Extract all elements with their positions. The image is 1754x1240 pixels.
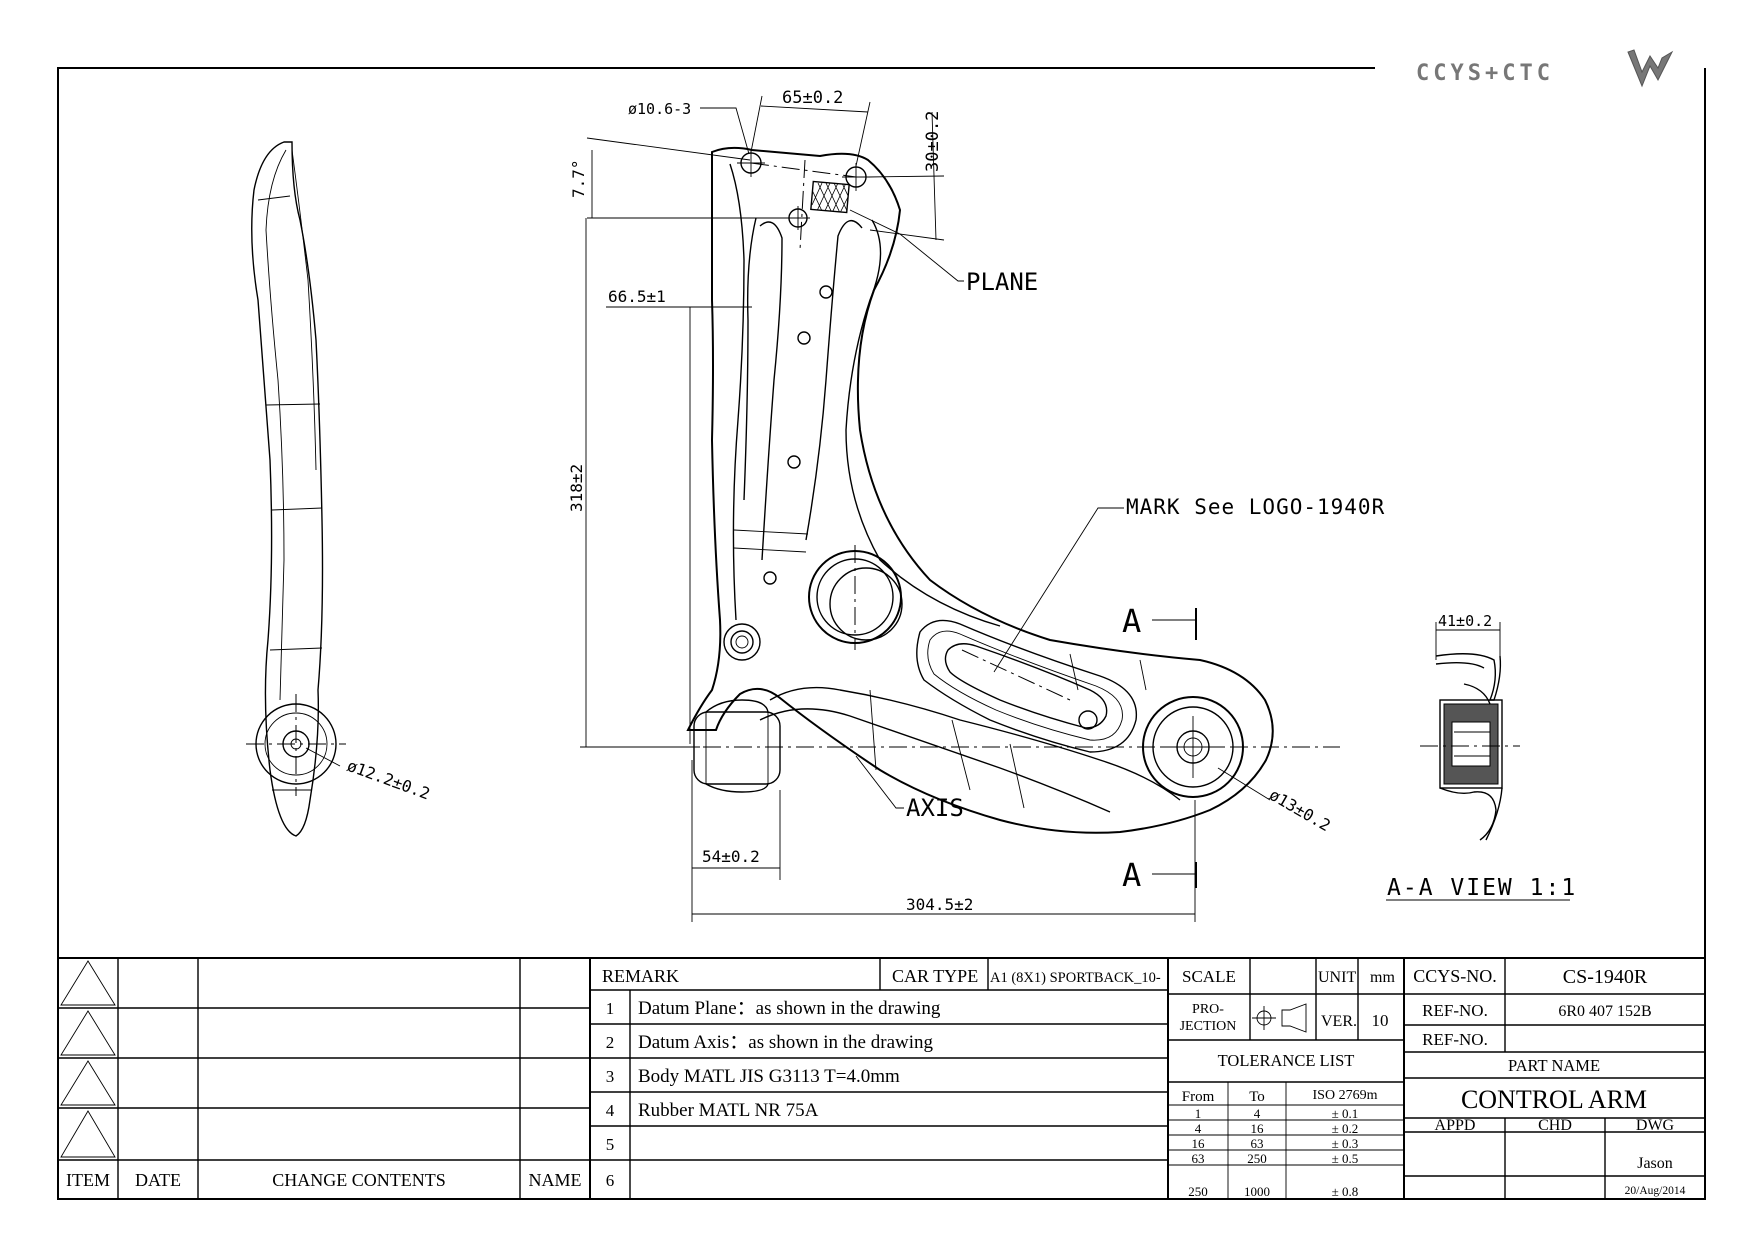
remark-num: 4 bbox=[606, 1101, 615, 1120]
remark-num: 1 bbox=[606, 999, 615, 1018]
tol-to: 250 bbox=[1247, 1151, 1267, 1166]
remark-num: 3 bbox=[606, 1067, 615, 1086]
title-block: CCYS-NO. CS-1940R REF-NO. 6R0 407 152B R… bbox=[1404, 958, 1705, 1199]
tol-to: 4 bbox=[1254, 1106, 1261, 1121]
tol-value: ± 0.1 bbox=[1332, 1106, 1359, 1121]
header-date: DATE bbox=[135, 1170, 181, 1190]
remark-text: Body MATL JIS G3113 T=4.0mm bbox=[638, 1066, 900, 1087]
label-plane: PLANE bbox=[966, 268, 1038, 296]
ref-no-value: 6R0 407 152B bbox=[1558, 1003, 1651, 1020]
tol-to: 63 bbox=[1251, 1136, 1264, 1151]
remark-title: REMARK bbox=[602, 966, 679, 986]
tolerance-title: TOLERANCE LIST bbox=[1218, 1051, 1355, 1070]
tol-to: 1000 bbox=[1244, 1184, 1270, 1199]
tol-to: 16 bbox=[1251, 1121, 1265, 1136]
header-item: ITEM bbox=[66, 1170, 110, 1190]
dim-318: 318±2 bbox=[567, 464, 586, 512]
appd-label: APPD bbox=[1435, 1117, 1476, 1134]
drawer-name: Jason bbox=[1637, 1155, 1673, 1172]
ver-label: VER. bbox=[1321, 1013, 1357, 1030]
section-view-label: A-A VIEW 1:1 bbox=[1387, 875, 1577, 901]
header-name: NAME bbox=[529, 1170, 582, 1190]
tol-header-iso: ISO 2769m bbox=[1313, 1088, 1378, 1103]
label-axis: AXIS bbox=[906, 794, 964, 822]
remark-text: Datum Axis：as shown in the drawing bbox=[638, 1032, 934, 1053]
tol-value: ± 0.3 bbox=[1332, 1136, 1359, 1151]
header-change-contents: CHANGE CONTENTS bbox=[272, 1170, 446, 1190]
tol-from: 16 bbox=[1192, 1136, 1206, 1151]
tol-from: 4 bbox=[1195, 1121, 1202, 1136]
drawing-date: 20/Aug/2014 bbox=[1625, 1185, 1686, 1197]
car-type-label: CAR TYPE bbox=[892, 966, 978, 986]
remark-num: 2 bbox=[606, 1033, 615, 1052]
ref-no-label: REF-NO. bbox=[1422, 1001, 1488, 1020]
part-name: CONTROL ARM bbox=[1461, 1085, 1647, 1114]
revision-table: ITEM DATE CHANGE CONTENTS NAME bbox=[58, 957, 1705, 1199]
dim-hole-diameter: ø10.6-3 bbox=[628, 100, 691, 118]
tol-value: ± 0.2 bbox=[1332, 1121, 1359, 1136]
ref-no-label-2: REF-NO. bbox=[1422, 1030, 1488, 1049]
company-logo: CCYS+CTC bbox=[1416, 49, 1674, 88]
remark-num: 5 bbox=[606, 1135, 615, 1154]
part-name-label: PART NAME bbox=[1508, 1056, 1600, 1075]
spec-block: SCALE UNIT mm PRO- JECTION VER. 10 TOLER… bbox=[1168, 958, 1405, 1199]
dim-41: 41±0.2 bbox=[1438, 612, 1492, 630]
logo-text: CCYS+CTC bbox=[1416, 61, 1554, 86]
logo-mark-icon bbox=[1627, 49, 1674, 88]
section-marker-bottom: A bbox=[1122, 856, 1141, 894]
ver-value: 10 bbox=[1372, 1011, 1389, 1030]
unit-label: UNIT bbox=[1318, 969, 1356, 986]
car-type-value: A1 (8X1) SPORTBACK_10- bbox=[990, 970, 1161, 986]
projection-symbol-icon bbox=[1252, 1003, 1307, 1033]
dwg-label: DWG bbox=[1636, 1117, 1675, 1134]
dim-304: 304.5±2 bbox=[906, 895, 973, 914]
label-mark: MARK See LOGO-1940R bbox=[1126, 495, 1385, 519]
remarks-table: REMARK CAR TYPE A1 (8X1) SPORTBACK_10- 1… bbox=[590, 958, 1169, 1199]
ccys-no-value: CS-1940R bbox=[1563, 966, 1648, 988]
main-view: ø10.6-3 65±0.2 30±0.2 7.7° 66.5±1 318±2 … bbox=[567, 88, 1385, 922]
ccys-no-label: CCYS-NO. bbox=[1413, 966, 1497, 986]
drawing-border bbox=[57, 67, 1706, 1200]
chd-label: CHD bbox=[1538, 1117, 1572, 1134]
tol-value: ± 0.5 bbox=[1332, 1151, 1359, 1166]
dim-side-diameter: ø12.2±0.2 bbox=[345, 756, 433, 804]
tol-from: 1 bbox=[1195, 1106, 1202, 1121]
dim-ball-joint: ø13±0.2 bbox=[1266, 785, 1334, 835]
dim-65: 65±0.2 bbox=[782, 88, 843, 108]
unit-value: mm bbox=[1370, 969, 1395, 986]
tol-header-to: To bbox=[1249, 1089, 1265, 1105]
dim-angle: 7.7° bbox=[569, 159, 588, 198]
dim-54: 54±0.2 bbox=[702, 847, 760, 866]
remark-text: Datum Plane：as shown in the drawing bbox=[638, 998, 941, 1019]
remark-text: Rubber MATL NR 75A bbox=[638, 1100, 819, 1121]
side-view: ø12.2±0.2 bbox=[246, 141, 433, 837]
tol-from: 63 bbox=[1192, 1151, 1205, 1166]
section-view: 41±0.2 A-A VIEW 1:1 bbox=[1386, 612, 1577, 901]
projection-label-1: PRO- bbox=[1192, 1002, 1224, 1017]
scale-label: SCALE bbox=[1182, 967, 1236, 986]
tol-value: ± 0.8 bbox=[1332, 1184, 1359, 1199]
section-marker-top: A bbox=[1122, 602, 1141, 640]
remark-num: 6 bbox=[606, 1171, 615, 1190]
projection-label-2: JECTION bbox=[1180, 1019, 1237, 1034]
tol-header-from: From bbox=[1182, 1089, 1215, 1105]
dim-66: 66.5±1 bbox=[608, 287, 666, 306]
tol-from: 250 bbox=[1188, 1184, 1208, 1199]
